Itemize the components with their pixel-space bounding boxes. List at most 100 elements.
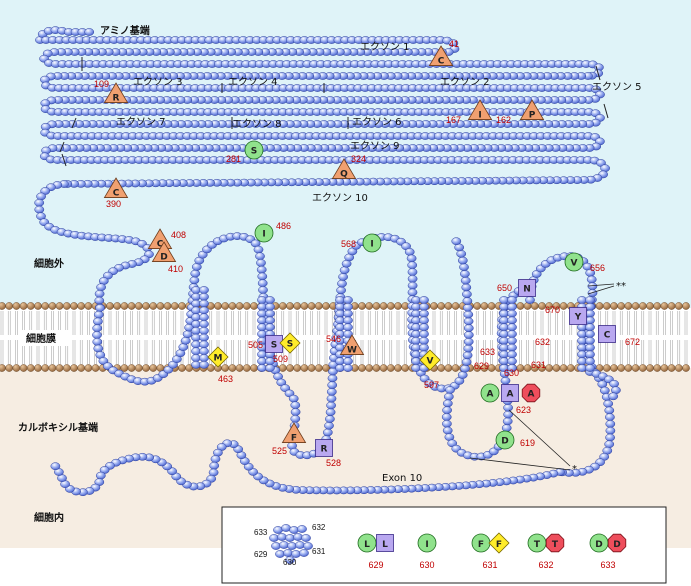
c-terminus-label: カルボキシル基端	[18, 421, 98, 434]
double-asterisk: **	[616, 281, 626, 292]
marker-i486-number: 486	[276, 221, 291, 231]
marker-a623o-number: 623	[516, 405, 531, 415]
marker-c41-letter: C	[438, 57, 445, 67]
marker-a623s-letter: A	[507, 390, 514, 400]
marker-v656-number: 656	[590, 263, 605, 273]
helix-number-631: 631	[531, 360, 546, 370]
marker-d619-letter: D	[501, 437, 508, 447]
legend-item-631-letter-b: F	[496, 540, 502, 550]
exon-boundaries	[59, 57, 609, 167]
exon-9-label: エクソン 9	[350, 140, 400, 152]
exon-2-label: エクソン 2	[440, 76, 490, 88]
marker-p162-number: 162	[496, 115, 511, 125]
marker-w546: W 546	[326, 334, 365, 356]
legend-item-631-number: 631	[482, 560, 497, 570]
legend-item-631-letter-a: F	[478, 540, 484, 550]
receptor-chain	[34, 26, 621, 497]
legend-cluster-630: 630	[283, 558, 297, 567]
marker-y670-number: 670	[545, 305, 560, 315]
marker-q324-number: 324	[351, 154, 366, 164]
marker-c390-letter: C	[113, 189, 120, 199]
marker-v597-number: 597	[424, 380, 439, 390]
marker-v597: V 597	[419, 349, 441, 390]
exon-4-label: エクソン 4	[228, 76, 278, 88]
marker-s509-letter: S	[287, 340, 293, 350]
marker-c672-number: 672	[625, 337, 640, 347]
exon-8-label: エクソン 8	[232, 118, 282, 130]
marker-p162: P 162	[496, 99, 545, 125]
marker-i167-letter: I	[478, 111, 481, 121]
legend-item-630: I 630	[417, 533, 437, 570]
marker-i568-number: 568	[341, 239, 356, 249]
legend-item-632-letter-a: T	[534, 540, 541, 550]
exon-10-en-label: Exon 10	[382, 473, 422, 484]
exon-7-label: エクソン 7	[116, 116, 166, 128]
marker-f525-number: 525	[272, 446, 287, 456]
n-terminus-label: アミノ基端	[100, 24, 150, 37]
marker-r528-letter: R	[321, 445, 328, 455]
marker-m463-letter: M	[214, 354, 223, 364]
marker-d410-letter: D	[160, 253, 167, 263]
legend-item-632-letter-b: T	[552, 540, 559, 550]
marker-w546-letter: W	[347, 346, 357, 356]
marker-i486-letter: I	[262, 230, 265, 240]
helix-number-633: 633	[480, 347, 495, 357]
marker-s509-number: 509	[273, 354, 288, 364]
exon-5-label: エクソン 5	[592, 81, 642, 93]
marker-a623o: A 623	[516, 383, 541, 415]
legend-item-630-letter-a: I	[425, 540, 428, 550]
legend-item-630-number: 630	[419, 560, 434, 570]
marker-c672-letter: C	[604, 331, 611, 341]
exon-1-label: エクソン 1	[360, 41, 410, 53]
helix-number-632: 632	[535, 337, 550, 347]
marker-c41: C41	[428, 39, 459, 67]
marker-s509: S 509	[273, 332, 301, 364]
legend-item-633-letter-a: D	[595, 540, 602, 550]
marker-a623g-letter: A	[487, 390, 494, 400]
marker-c408-number: 408	[171, 230, 186, 240]
marker-c672: C 672	[598, 325, 640, 347]
membrane-label-bg	[20, 330, 72, 346]
legend-item-633-letter-b: D	[613, 540, 620, 550]
marker-i167-number: 167	[446, 115, 461, 125]
helix-number-630: 630	[504, 368, 519, 378]
marker-i486: I 486	[254, 221, 291, 243]
marker-a623g: A	[480, 383, 500, 403]
legend-item-633-number: 633	[600, 560, 615, 570]
marker-n650-letter: N	[523, 285, 531, 295]
marker-s505-letter: S	[271, 341, 277, 351]
intracellular-label: 細胞内	[34, 511, 64, 524]
marker-p162-letter: P	[529, 111, 536, 121]
helix-number-629: 629	[474, 361, 489, 371]
marker-c408-letter: C	[157, 240, 164, 250]
legend-cluster-629: 629	[254, 550, 268, 559]
marker-a623o-letter: A	[528, 390, 535, 400]
marker-a623s: A	[501, 384, 519, 402]
marker-s281-number: 281	[226, 154, 241, 164]
legend-helix-cluster	[269, 524, 313, 564]
legend-cluster-631: 631	[312, 547, 326, 556]
legend-cluster-632: 632	[312, 523, 326, 532]
marker-v597-letter: V	[427, 357, 434, 367]
legend-cluster-633: 633	[254, 528, 268, 537]
marker-w546-number: 546	[326, 334, 341, 344]
legend-item-629-letter-a: L	[364, 540, 370, 550]
